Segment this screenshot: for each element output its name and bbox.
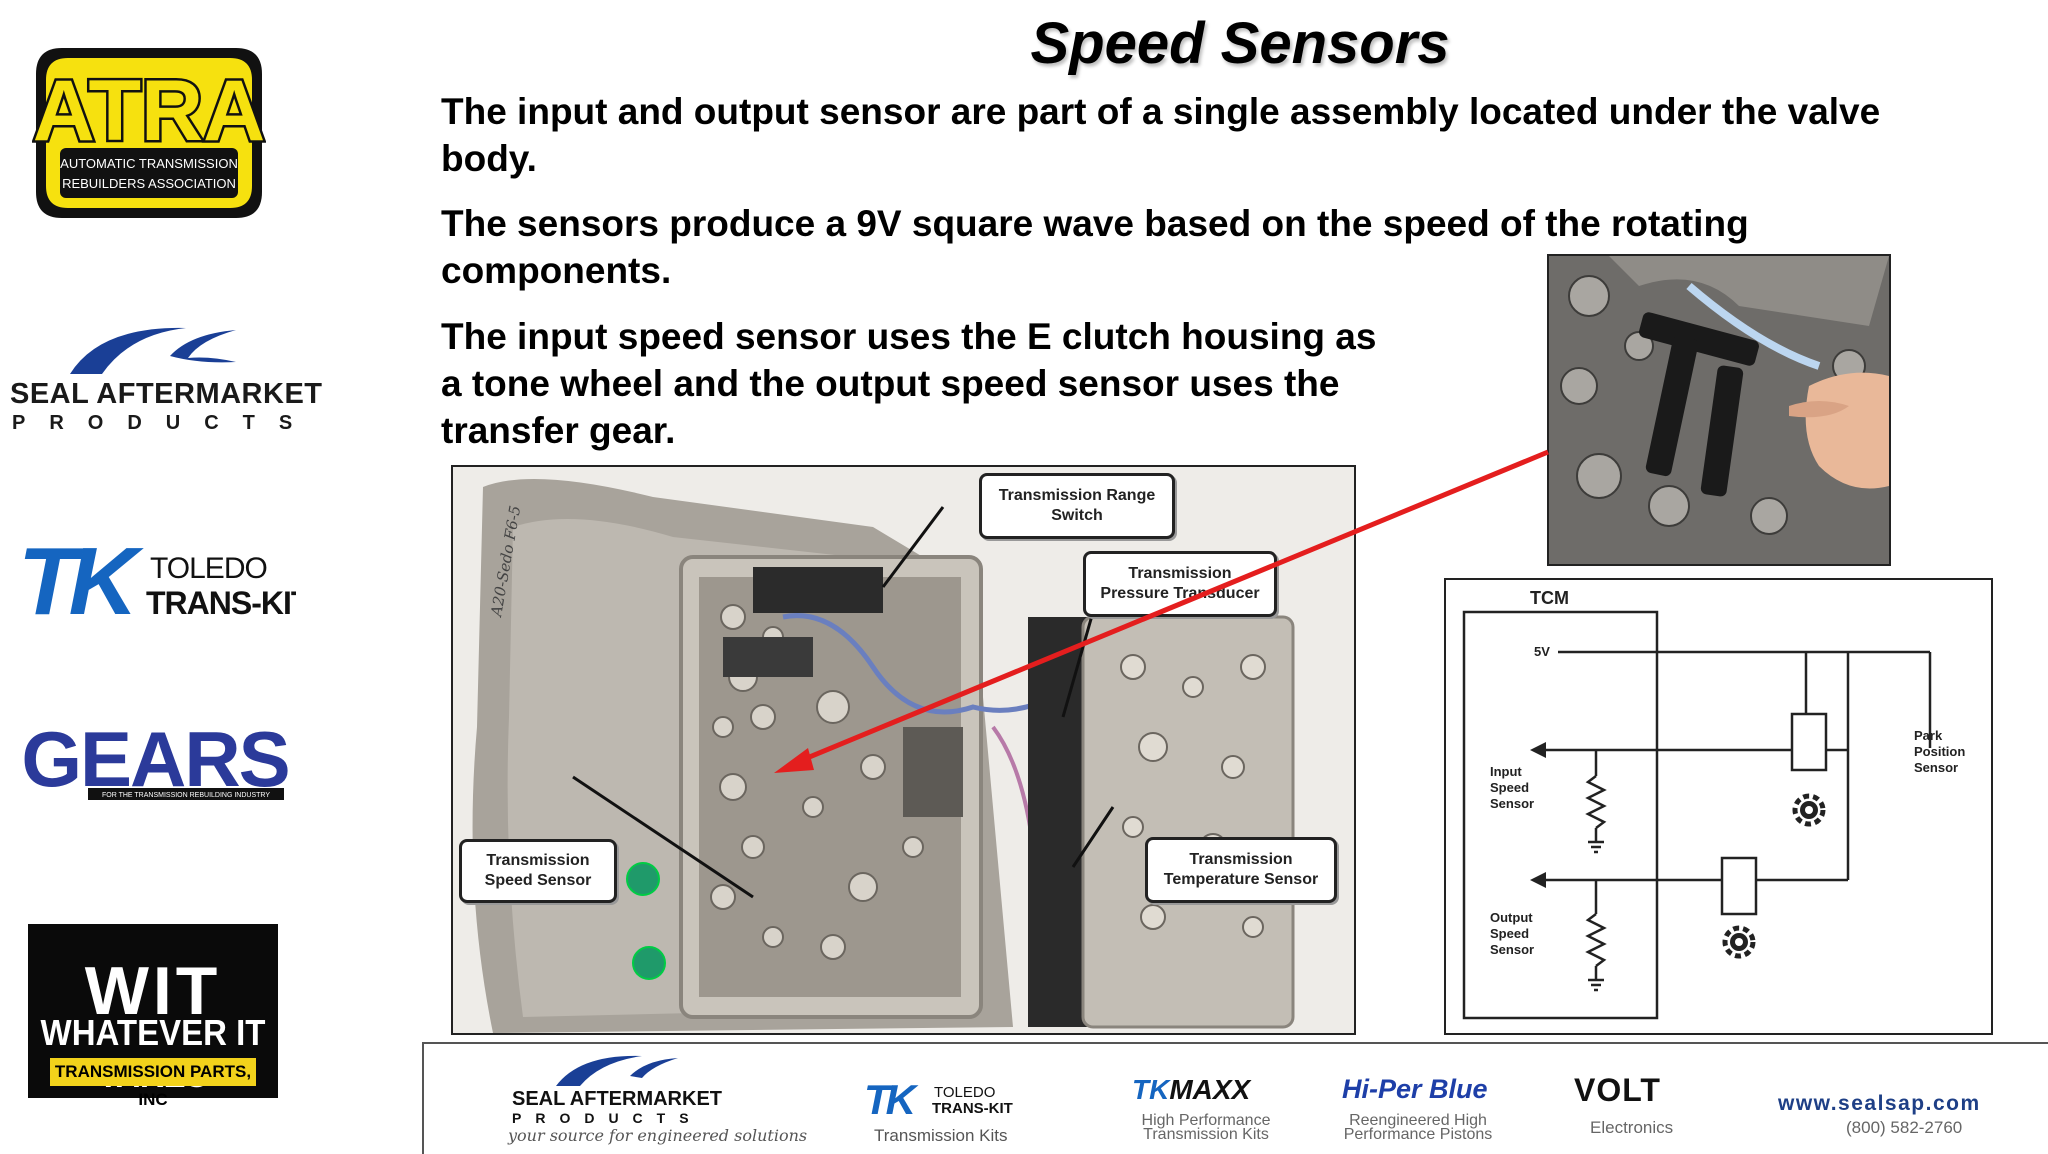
- svg-text:Sensor: Sensor: [1490, 942, 1534, 957]
- footer-phone: (800) 582-2760: [1846, 1118, 1963, 1137]
- svg-text:Park: Park: [1914, 728, 1943, 743]
- paragraph-3: The input speed sensor uses the E clutch…: [441, 316, 1377, 451]
- svg-text:Sensor: Sensor: [1490, 796, 1534, 811]
- paragraph-2: The sensors produce a 9V square wave bas…: [441, 203, 1749, 291]
- atra-logo: ATRA AUTOMATIC TRANSMISSION REBUILDERS A…: [32, 48, 266, 218]
- slide-title: Speed Sensors: [1030, 11, 1450, 76]
- footer-url-link[interactable]: www.sealsap.com: [1778, 1092, 1981, 1115]
- svg-text:AUTOMATIC TRANSMISSION: AUTOMATIC TRANSMISSION: [60, 156, 238, 171]
- svg-text:TK: TK: [18, 528, 145, 618]
- sensor-schematic: TCM 5V Input Speed Sensor Output Speed S…: [1444, 578, 1993, 1035]
- schematic-tcm-label: TCM: [1530, 588, 1569, 608]
- footer-volt-logo: VOLT: [1574, 1072, 1661, 1108]
- tone-wheel-icon-output: [1722, 925, 1756, 959]
- footer-hiperblue-logo: Hi-Per Blue: [1342, 1074, 1488, 1104]
- footer-seal-swoosh-icon: [556, 1055, 678, 1086]
- svg-text:Speed: Speed: [1490, 780, 1529, 795]
- wit-logo: WIT WHATEVER IT TAKES TRANSMISSION PARTS…: [28, 924, 278, 1109]
- footer-seal-name: SEAL AFTERMARKET: [512, 1088, 722, 1110]
- atra-logo-text: ATRA: [33, 63, 265, 159]
- svg-text:REBUILDERS ASSOCIATION: REBUILDERS ASSOCIATION: [62, 176, 236, 191]
- footer-banner: SEAL AFTERMARKET PRODUCTS your source fo…: [422, 1042, 2048, 1154]
- svg-text:Speed: Speed: [1490, 926, 1529, 941]
- svg-text:TRANS-KIT: TRANS-KIT: [146, 585, 296, 618]
- svg-text:TOLEDO: TOLEDO: [150, 552, 267, 585]
- sensor-assembly-photo: [1547, 254, 1891, 566]
- seal-swoosh-icon: [70, 327, 236, 374]
- seal-logo-name: SEAL AFTERMARKET: [10, 378, 323, 410]
- seal-logo-products: PRODUCTS: [12, 412, 317, 434]
- svg-text:FOR THE TRANSMISSION REBUILDIN: FOR THE TRANSMISSION REBUILDING INDUSTRY: [102, 792, 270, 799]
- tone-wheel-icon-input: [1792, 793, 1826, 827]
- gears-logo: GEARS FOR THE TRANSMISSION REBUILDING IN…: [22, 718, 288, 803]
- wit-logo-text: WIT: [84, 953, 222, 1029]
- svg-text:Input: Input: [1490, 764, 1522, 779]
- svg-text:Output: Output: [1490, 910, 1533, 925]
- toledo-trans-kit-logo: TK TOLEDO TRANS-KIT: [18, 528, 296, 618]
- paragraph-1: The input and output sensor are part of …: [441, 91, 1881, 179]
- svg-text:5V: 5V: [1534, 644, 1550, 659]
- footer-tkmaxx-logo: TKMAXX: [1132, 1074, 1251, 1105]
- svg-text:Sensor: Sensor: [1914, 760, 1958, 775]
- svg-text:Position: Position: [1914, 744, 1965, 759]
- footer-toledo-logo: TK: [864, 1076, 916, 1123]
